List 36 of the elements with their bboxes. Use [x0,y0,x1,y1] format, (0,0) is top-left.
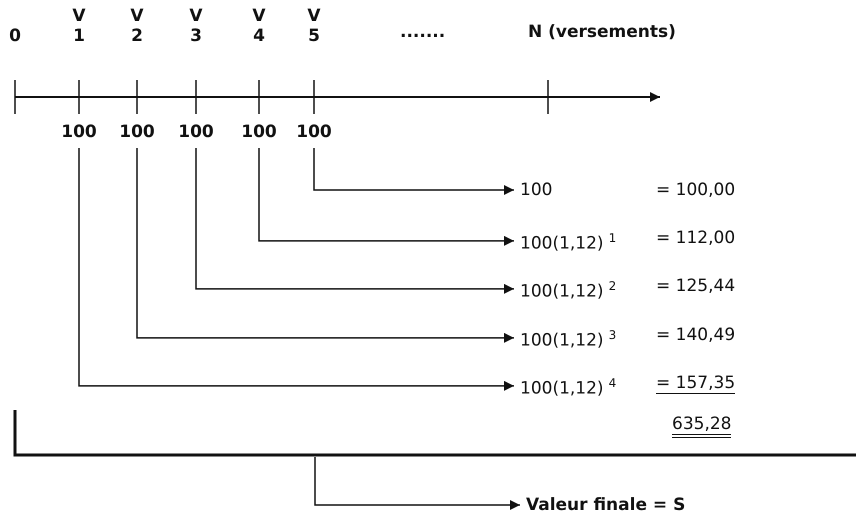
payment-amount: 100 [296,122,332,142]
value-text: = 157,35 [656,373,736,394]
tick-label: V [307,6,321,26]
tick-label: V [252,6,266,26]
axis-label: N (versements) [528,22,676,42]
tick-label: V [130,6,144,26]
value-text: = 125,44 [656,276,736,296]
value-text: = 112,00 [656,228,736,248]
formula-text: 100(1,12)$^{4}$ [520,373,616,399]
tick-label: 2 [131,26,143,46]
arrow [78,148,514,391]
formula-text: 100(1,12)$^{3}$ [520,325,616,351]
tick-label: 4 [253,26,265,46]
result-text: Valeur finale = S [526,495,686,515]
ellipsis-dots: ....... [400,22,446,42]
formula-text: 100 [520,180,552,200]
payment-amount: 100 [61,122,97,142]
arrow [258,148,514,246]
arrow [136,148,514,343]
payment-amount: 100 [119,122,155,142]
arrow [195,148,514,294]
tick-label: 5 [308,26,320,46]
formula-text: 100(1,12)$^{1}$ [520,228,616,254]
tick-label: 0 [9,26,21,46]
value-text: = 140,49 [656,325,736,345]
value-text: = 100,00 [656,180,736,200]
payment-amount: 100 [241,122,277,142]
tick-label: V [189,6,203,26]
payment-amount: 100 [178,122,214,142]
arrow [313,148,514,195]
tick-label: 1 [73,26,85,46]
arrow [314,457,520,510]
total-text: 635,28 [672,414,732,438]
tick-label: V [72,6,86,26]
formula-text: 100(1,12)$^{2}$ [520,276,616,302]
tick-label: 3 [190,26,202,46]
